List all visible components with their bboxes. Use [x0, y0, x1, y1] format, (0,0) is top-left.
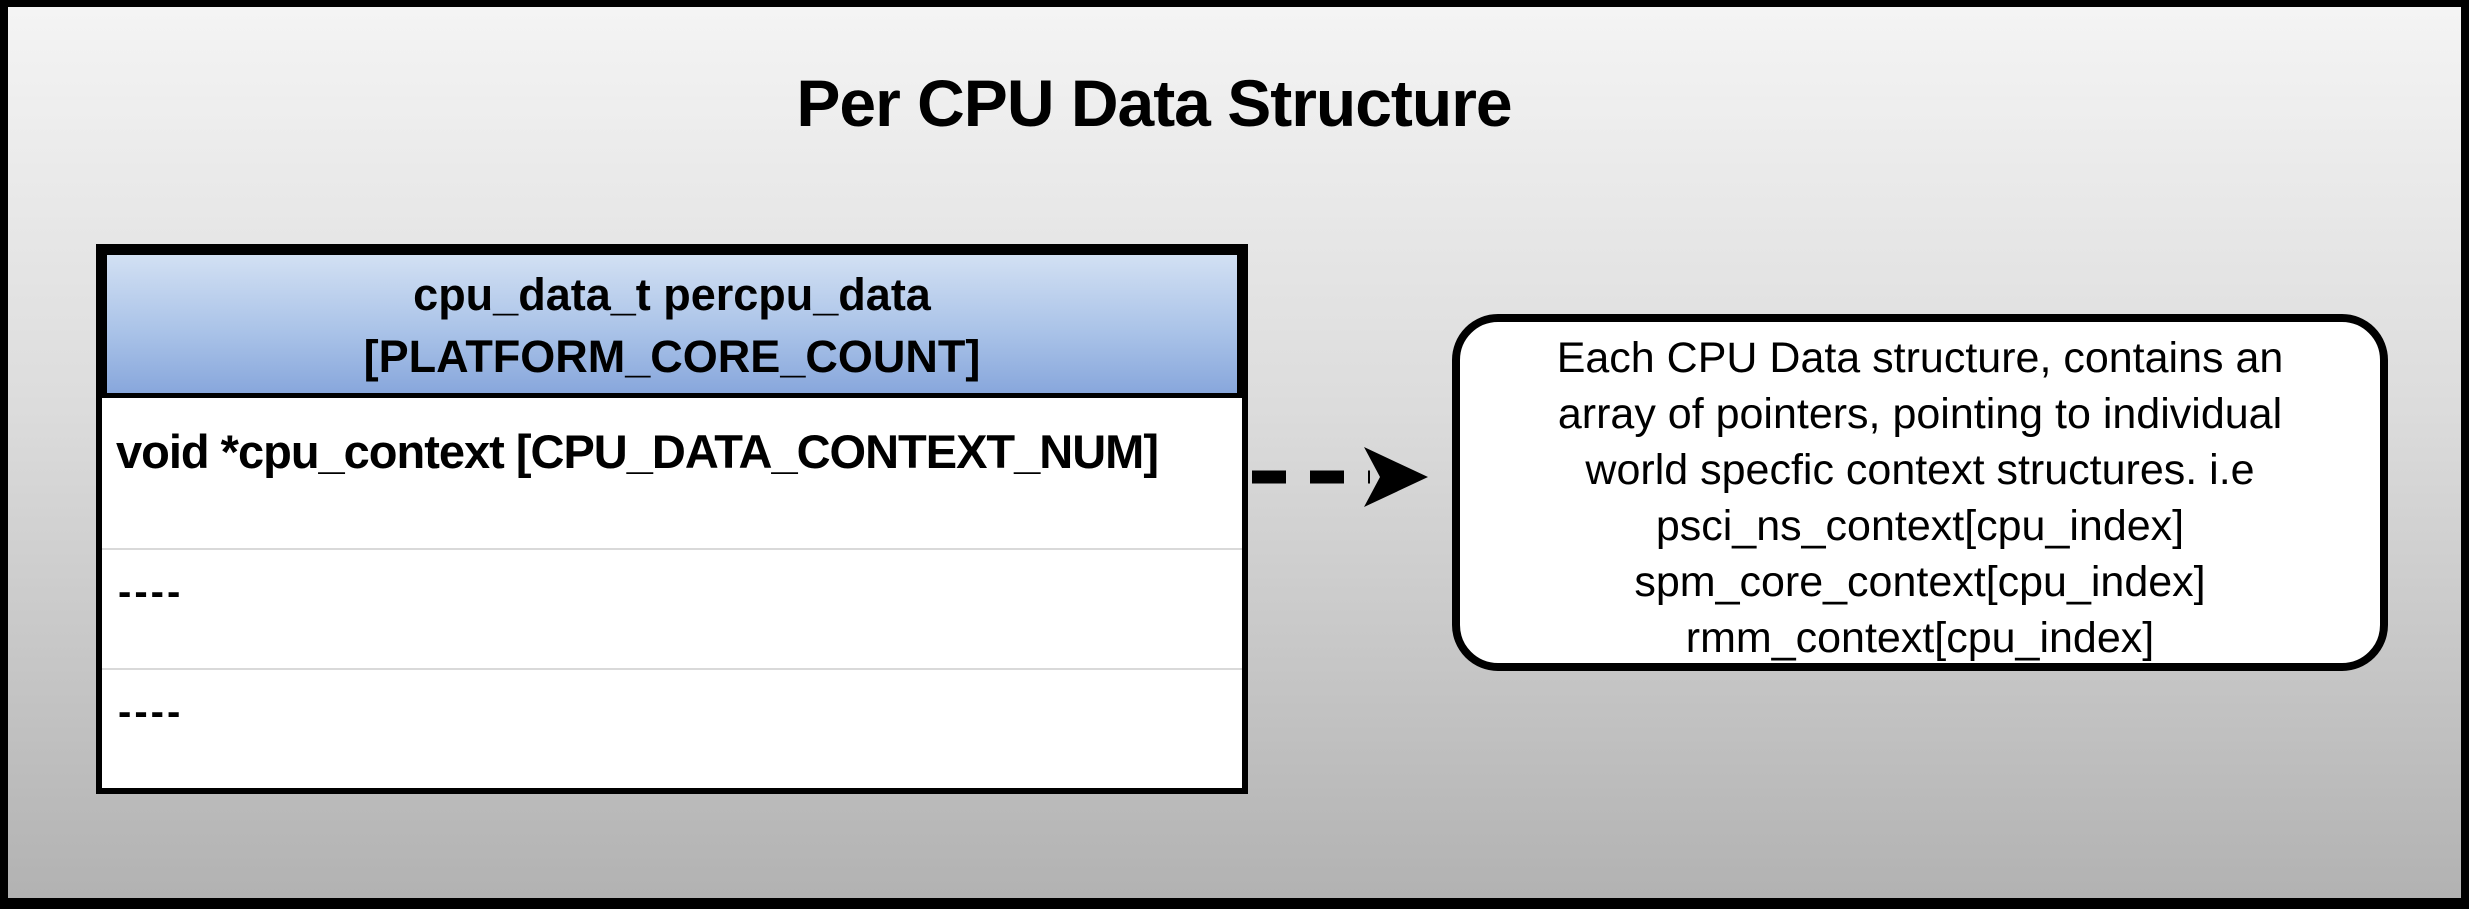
note-line-2: array of pointers, pointing to individua…: [1557, 390, 2283, 438]
placeholder-label: ----: [118, 690, 184, 734]
note-line-1: Each CPU Data structure, contains an: [1556, 334, 2284, 382]
percpu-data-table: cpu_data_t percpu_data [PLATFORM_CORE_CO…: [96, 244, 1248, 794]
table-header-line2: [PLATFORM_CORE_COUNT]: [363, 331, 981, 382]
table-header-line1: cpu_data_t percpu_data: [413, 269, 931, 320]
arrow-head-icon: [1364, 447, 1428, 507]
note-line-4: psci_ns_context[cpu_index]: [1655, 502, 2185, 550]
row-divider: [102, 548, 1242, 550]
note-line-6: rmm_context[cpu_index]: [1685, 614, 2155, 662]
row-divider: [102, 668, 1242, 670]
note-line-3: world specfic context structures. i.e: [1585, 446, 2255, 494]
table-row-cpu-context: void *cpu_context [CPU_DATA_CONTEXT_NUM]: [102, 398, 1242, 548]
note-line-5: spm_core_context[cpu_index]: [1634, 558, 2206, 606]
page-title: Per CPU Data Structure: [796, 66, 1512, 140]
table-row-placeholder-2: ----: [102, 670, 1242, 788]
dashed-arrow: [1252, 447, 1428, 507]
placeholder-label: ----: [118, 570, 184, 614]
table-header: cpu_data_t percpu_data [PLATFORM_CORE_CO…: [102, 250, 1242, 398]
cpu-context-label: void *cpu_context [CPU_DATA_CONTEXT_NUM]: [116, 425, 1159, 478]
table-row-placeholder-1: ----: [102, 550, 1242, 668]
note-box: Each CPU Data structure, contains an arr…: [1452, 314, 2388, 671]
